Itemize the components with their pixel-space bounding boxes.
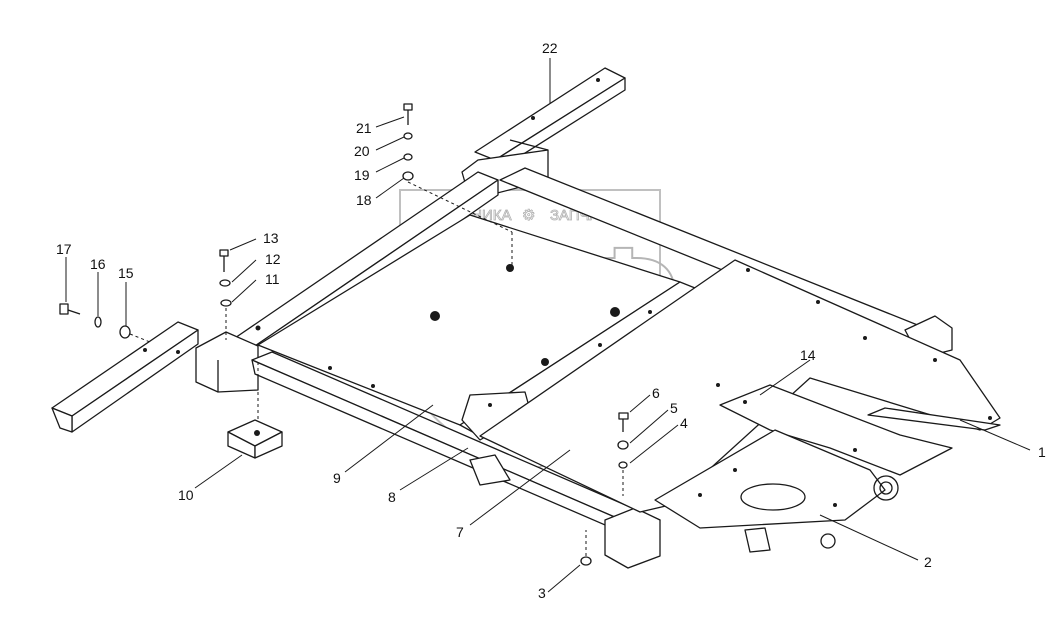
callout-18: 18 [356, 192, 372, 208]
spring-coil [873, 475, 899, 501]
callout-1: 1 [1038, 444, 1046, 460]
callout-20: 20 [354, 143, 370, 159]
callout-14: 14 [800, 347, 816, 363]
callout-13: 13 [263, 230, 279, 246]
fastener-stack-21-18 [402, 103, 513, 268]
fastener-stack-13-11 [219, 249, 259, 420]
callout-8: 8 [388, 489, 396, 505]
callout-9: 9 [333, 470, 341, 486]
callout-15: 15 [118, 265, 134, 281]
left-crossbar [51, 321, 199, 433]
callout-12: 12 [265, 251, 281, 267]
callout-11: 11 [265, 271, 280, 287]
watermark-gear-icon: ⚙ [522, 207, 535, 224]
leader-lines [65, 58, 1031, 593]
callout-7: 7 [456, 524, 464, 540]
callout-19: 19 [354, 167, 370, 183]
callout-2: 2 [924, 554, 932, 570]
fastener-stack-6-4 [617, 412, 629, 496]
nut-3 [580, 530, 592, 566]
callout-3: 3 [538, 585, 546, 601]
bottom-plate-2 [654, 429, 886, 529]
callout-17: 17 [56, 241, 72, 257]
callout-6: 6 [652, 385, 660, 401]
rear-slot-plate [867, 407, 1001, 431]
callout-16: 16 [90, 256, 106, 272]
callout-22: 22 [542, 40, 558, 56]
callout-5: 5 [670, 400, 678, 416]
callout-21: 21 [356, 120, 372, 136]
front-rail [251, 351, 661, 569]
fastener-stack-17-15 [59, 303, 151, 343]
callout-4: 4 [680, 415, 688, 431]
callout-10: 10 [178, 487, 194, 503]
callout-labels: 1 2 3 4 5 6 7 8 9 10 11 12 13 14 15 16 1… [56, 40, 1046, 601]
rubber-pad [227, 419, 283, 459]
